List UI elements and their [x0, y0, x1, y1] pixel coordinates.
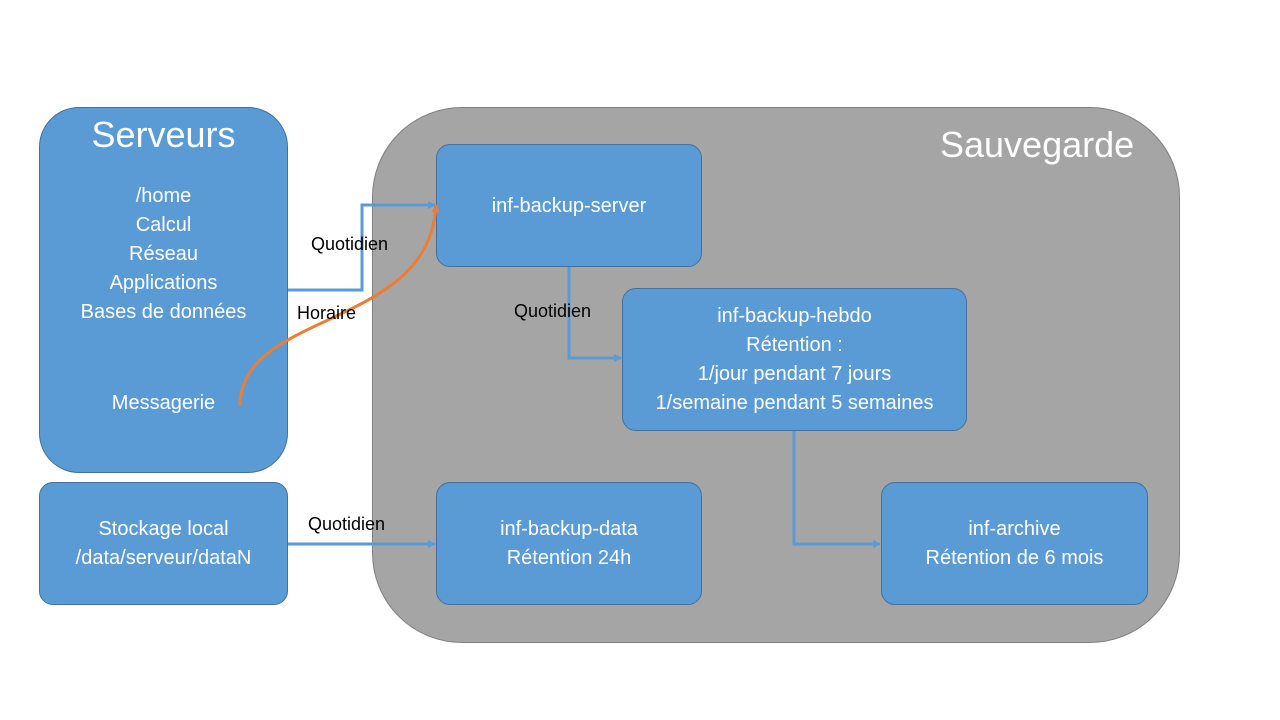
servers-box: Serveurs /home Calcul Réseau Application…	[39, 107, 288, 473]
backup-server-box: inf-backup-server	[436, 144, 702, 267]
backup-data-box: inf-backup-data Rétention 24h	[436, 482, 702, 605]
archive-name: inf-archive	[968, 518, 1061, 540]
local-storage-label: Stockage local	[98, 518, 229, 540]
edge-label-messaging-hourly: Horaire	[297, 303, 357, 323]
server-item-databases: Bases de données	[80, 301, 247, 323]
server-item-home: /home	[135, 185, 192, 207]
server-item-reseau: Réseau	[129, 243, 198, 265]
backup-hebdo-weekly: 1/semaine pendant 5 semaines	[655, 392, 934, 414]
backup-hebdo-name: inf-backup-hebdo	[717, 305, 872, 327]
edge-label-storage-daily: Quotidien	[308, 514, 386, 534]
backup-data-retention: Rétention 24h	[506, 547, 632, 569]
backup-data-name: inf-backup-data	[500, 518, 638, 540]
servers-title: Serveurs	[91, 114, 236, 155]
local-storage-path: /data/serveur/dataN	[75, 547, 252, 569]
arrow-servers-to-backup-server	[288, 201, 436, 292]
backup-group-title: Sauvegarde	[940, 124, 1135, 165]
backup-hebdo-box: inf-backup-hebdo Rétention : 1/jour pend…	[622, 288, 967, 431]
edge-label-servers-daily: Quotidien	[311, 234, 389, 254]
server-item-calcul: Calcul	[135, 214, 192, 236]
server-item-messaging: Messagerie	[111, 392, 216, 414]
arrow-hebdo-to-archive	[792, 431, 881, 548]
archive-box: inf-archive Rétention de 6 mois	[881, 482, 1148, 605]
backup-server-label: inf-backup-server	[491, 195, 647, 217]
edge-label-backup-to-hebdo-daily: Quotidien	[514, 301, 592, 321]
archive-retention: Rétention de 6 mois	[925, 547, 1104, 569]
arrow-backup-server-to-hebdo	[567, 267, 622, 362]
local-storage-box: Stockage local /data/serveur/dataN	[39, 482, 288, 605]
server-item-applications: Applications	[109, 272, 218, 294]
arrow-messaging-to-backup-server	[238, 204, 440, 407]
backup-hebdo-retention-title: Rétention :	[746, 334, 843, 356]
backup-hebdo-daily: 1/jour pendant 7 jours	[697, 363, 892, 385]
